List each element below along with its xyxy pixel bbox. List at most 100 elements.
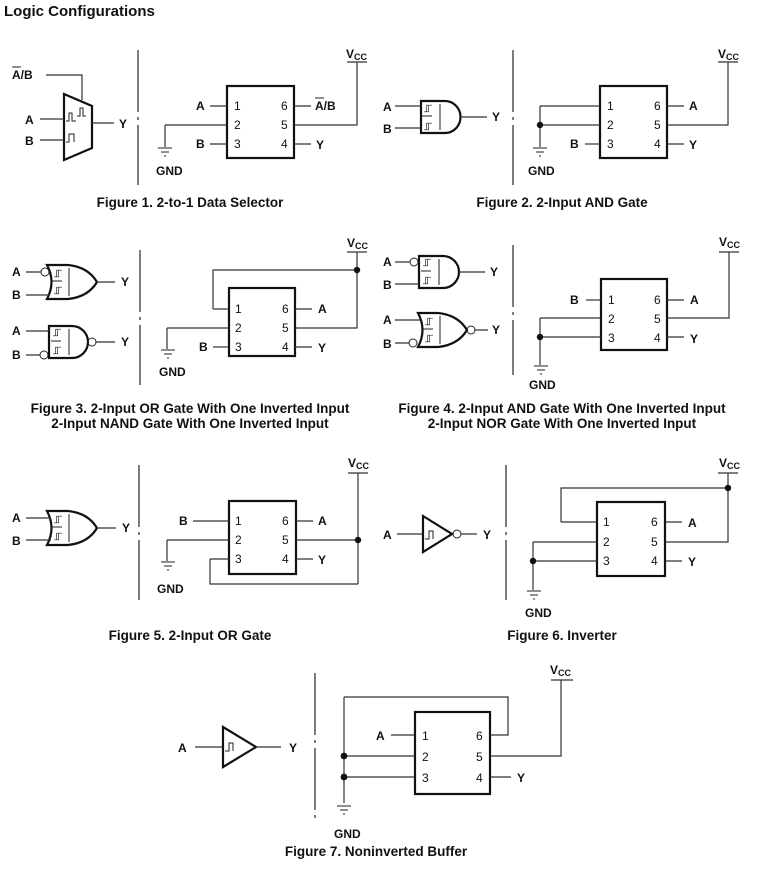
svg-text:Y: Y [121, 335, 129, 349]
svg-text:2: 2 [235, 321, 242, 335]
svg-text:A: A [178, 741, 187, 755]
svg-text:GND: GND [528, 164, 555, 178]
a-bar-label: A [12, 68, 21, 82]
svg-text:3: 3 [607, 137, 614, 151]
chip-wiring: 123 654 B A Y VCC GND [157, 456, 370, 596]
or-gate-symbol: A B Y [12, 509, 130, 548]
svg-text:B: B [383, 337, 392, 351]
svg-text:B: B [12, 288, 21, 302]
buffer-symbol: A Y [178, 725, 297, 769]
gnd-label: GND [156, 164, 183, 178]
svg-text:A: A [318, 302, 327, 316]
chip-wiring: 123 654 A Y VCC GND [525, 456, 741, 620]
svg-text:3: 3 [608, 331, 615, 345]
svg-text:B: B [179, 514, 188, 528]
svg-text:Y: Y [122, 521, 130, 535]
svg-text:3: 3 [235, 552, 242, 566]
svg-text:1: 1 [235, 302, 242, 316]
svg-text:VCC: VCC [719, 456, 741, 471]
svg-text:1: 1 [422, 729, 429, 743]
svg-text:B: B [196, 137, 205, 151]
figure-2-caption: Figure 2. 2-Input AND Gate [476, 195, 648, 210]
svg-text:6: 6 [651, 515, 658, 529]
svg-text:A: A [12, 324, 21, 338]
figure-1: A/B A B Y 123 654 A B A/B Y VCC GND Figu [12, 47, 368, 210]
svg-text:6: 6 [282, 514, 289, 528]
svg-text:1: 1 [235, 514, 242, 528]
svg-text:A: A [383, 528, 392, 542]
svg-text:3: 3 [603, 554, 610, 568]
svg-text:6: 6 [476, 729, 483, 743]
svg-text:2: 2 [608, 312, 615, 326]
input-a-label: A [25, 113, 34, 127]
page-title: Logic Configurations [4, 3, 155, 20]
svg-text:1: 1 [603, 515, 610, 529]
chip-wiring: 123 654 B A Y VCC GND [528, 47, 740, 178]
svg-text:GND: GND [157, 582, 184, 596]
vcc-label: VCC [346, 47, 368, 62]
svg-text:VCC: VCC [718, 47, 740, 62]
svg-text:4: 4 [476, 771, 483, 785]
svg-text:VCC: VCC [550, 663, 572, 678]
figure-5: A B Y 123 654 B A Y VCC GND Figure 5. 2-… [12, 456, 370, 643]
svg-text:2: 2 [422, 750, 429, 764]
svg-text:Y: Y [492, 323, 500, 337]
svg-text:2: 2 [603, 535, 610, 549]
svg-text:Y: Y [492, 110, 500, 124]
svg-text:B: B [570, 293, 579, 307]
figure-7: A Y 123 654 A Y VCC GND Figure 7. Noninv… [178, 663, 573, 859]
svg-text:B: B [12, 534, 21, 548]
chip-wiring: 123 654 A B A/B Y VCC GND [156, 47, 368, 178]
figure-5-caption: Figure 5. 2-Input OR Gate [109, 628, 272, 643]
svg-text:A: A [318, 514, 327, 528]
svg-text:4: 4 [654, 331, 661, 345]
svg-text:6: 6 [282, 302, 289, 316]
svg-text:A: A [12, 265, 21, 279]
mux-symbol: A/B A B Y [12, 66, 127, 162]
svg-text:Y: Y [689, 138, 697, 152]
figure-6-caption: Figure 6. Inverter [507, 628, 617, 643]
svg-text:3: 3 [422, 771, 429, 785]
svg-text:1: 1 [607, 99, 614, 113]
svg-text:4: 4 [651, 554, 658, 568]
svg-text:Y: Y [121, 275, 129, 289]
svg-text:5: 5 [282, 321, 289, 335]
figure-1-caption: Figure 1. 2-to-1 Data Selector [97, 195, 285, 210]
svg-text:A: A [383, 255, 392, 269]
figure-3-caption-line1: Figure 3. 2-Input OR Gate With One Inver… [31, 401, 350, 416]
svg-text:VCC: VCC [348, 456, 370, 471]
svg-text:A: A [688, 516, 697, 530]
svg-text:B: B [199, 340, 208, 354]
svg-text:Y: Y [318, 341, 326, 355]
figure-3-caption-line2: 2-Input NAND Gate With One Inverted Inpu… [51, 416, 329, 431]
chip-wiring: 123 654 A Y VCC GND [334, 663, 573, 841]
svg-text:2: 2 [607, 118, 614, 132]
svg-text:2: 2 [235, 533, 242, 547]
svg-text:3: 3 [234, 137, 241, 151]
inverter-symbol: A Y [383, 514, 491, 554]
chip-wiring: 123 654 B A Y VCC GND [159, 236, 369, 379]
svg-text:B: B [383, 122, 392, 136]
svg-text:A: A [690, 293, 699, 307]
svg-text:A: A [383, 313, 392, 327]
svg-text:Y: Y [690, 332, 698, 346]
figure-4-caption-line1: Figure 4. 2-Input AND Gate With One Inve… [398, 401, 726, 416]
svg-text:4: 4 [282, 552, 289, 566]
output-y-label: Y [119, 117, 127, 131]
svg-text:GND: GND [529, 378, 556, 392]
svg-text:2: 2 [234, 118, 241, 132]
svg-text:B: B [12, 348, 21, 362]
svg-text:B: B [570, 137, 579, 151]
svg-text:VCC: VCC [719, 235, 741, 250]
and-gate-symbol: A B Y [383, 99, 500, 136]
svg-text:5: 5 [651, 535, 658, 549]
svg-text:Y: Y [517, 771, 525, 785]
nand-gate-inverted-input-symbol: A B Y [12, 324, 129, 362]
svg-text:VCC: VCC [347, 236, 369, 251]
svg-text:Y: Y [688, 555, 696, 569]
figure-3: A B Y A B Y 123 654 B [12, 236, 369, 431]
svg-text:Y: Y [490, 265, 498, 279]
svg-text:4: 4 [654, 137, 661, 151]
figure-6: A Y 123 654 A Y VCC GND Figure 6. Invert… [383, 456, 741, 643]
